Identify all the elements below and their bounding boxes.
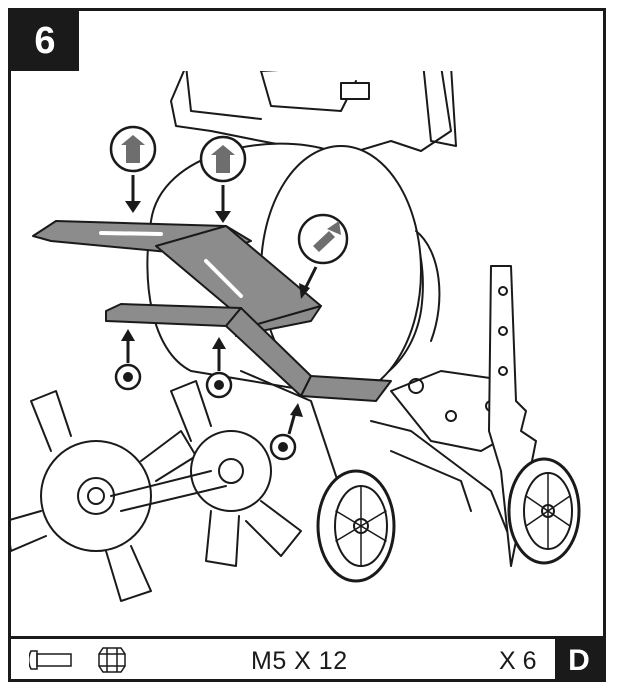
tiller-tines <box>11 380 302 602</box>
nut-icon <box>98 647 126 673</box>
engine <box>170 71 457 157</box>
wheel-left <box>316 469 396 583</box>
hardware-quantity: X 6 <box>499 647 537 675</box>
bolt-icon <box>29 650 72 670</box>
parts-footer: M5 X 12 X 6 D <box>11 636 603 682</box>
section-letter: D <box>555 639 603 682</box>
bolt-callout-2 <box>199 135 247 223</box>
hardware-spec: M5 X 12 <box>251 647 348 675</box>
belt-guard <box>146 142 441 397</box>
nut-callout-2 <box>205 337 233 399</box>
step-number: 6 <box>11 11 79 71</box>
wheel-right <box>507 457 581 565</box>
hardware-icons <box>29 645 127 675</box>
nut-callout-3 <box>269 403 303 461</box>
bolt-callout-3 <box>297 213 349 299</box>
assembly-illustration <box>11 71 581 602</box>
tine-guard <box>32 220 392 402</box>
instruction-frame <box>8 8 606 682</box>
bolt-callout-1 <box>109 125 157 213</box>
nut-callout-1 <box>114 329 142 391</box>
